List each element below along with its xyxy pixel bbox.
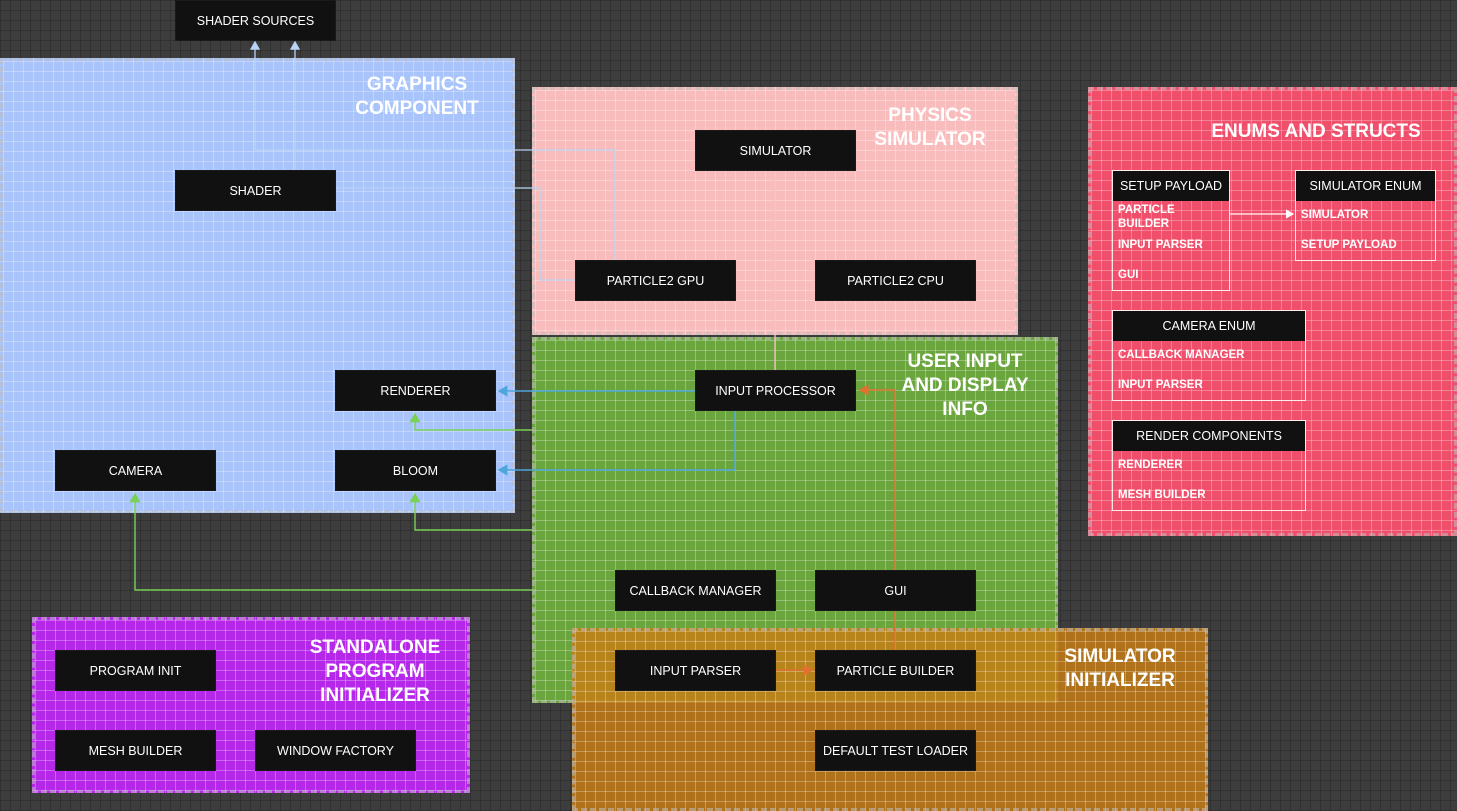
simulator-enum-header: SIMULATOR ENUM <box>1296 171 1435 201</box>
bloom-node[interactable]: BLOOM <box>335 450 496 491</box>
input-parser-node[interactable]: INPUT PARSER <box>615 650 776 691</box>
camera-enum-card[interactable]: CAMERA ENUM CALLBACK MANAGER INPUT PARSE… <box>1112 310 1306 401</box>
simulator-node[interactable]: SIMULATOR <box>695 130 856 171</box>
particle2-gpu-node[interactable]: PARTICLE2 GPU <box>575 260 736 301</box>
gui-node[interactable]: GUI <box>815 570 976 611</box>
particle-builder-node[interactable]: PARTICLE BUILDER <box>815 650 976 691</box>
camera-node[interactable]: CAMERA <box>55 450 216 491</box>
setup-payload-header: SETUP PAYLOAD <box>1113 171 1229 201</box>
setup-payload-card[interactable]: SETUP PAYLOAD PARTICLE BUILDER INPUT PAR… <box>1112 170 1230 291</box>
camera-enum-item: CALLBACK MANAGER <box>1118 349 1245 361</box>
standalone-initializer-title: STANDALONE PROGRAM INITIALIZER <box>309 637 441 706</box>
shader-node[interactable]: SHADER <box>175 170 336 211</box>
program-init-node[interactable]: PROGRAM INIT <box>55 650 216 691</box>
render-components-card[interactable]: RENDER COMPONENTS RENDERER MESH BUILDER <box>1112 420 1306 511</box>
simulator-initializer-title: SIMULATOR INITIALIZER <box>1064 646 1176 691</box>
render-components-item: RENDERER <box>1118 459 1183 471</box>
mesh-builder-node[interactable]: MESH BUILDER <box>55 730 216 771</box>
physics-simulator-title: PHYSICS SIMULATOR <box>874 105 986 150</box>
setup-payload-item: INPUT PARSER <box>1118 239 1203 251</box>
render-components-item: MESH BUILDER <box>1118 489 1206 501</box>
input-processor-node[interactable]: INPUT PROCESSOR <box>695 370 856 411</box>
graphics-component-title: GRAPHICS COMPONENT <box>355 74 479 119</box>
enums-structs-title: ENUMS AND STRUCTS <box>1211 121 1421 142</box>
camera-enum-header: CAMERA ENUM <box>1113 311 1305 341</box>
setup-payload-item: GUI <box>1118 269 1139 281</box>
simulator-enum-card[interactable]: SIMULATOR ENUM SIMULATOR SETUP PAYLOAD <box>1295 170 1436 261</box>
render-components-header: RENDER COMPONENTS <box>1113 421 1305 451</box>
camera-enum-item: INPUT PARSER <box>1118 379 1203 391</box>
shader-sources-node[interactable]: SHADER SOURCES <box>175 0 336 41</box>
setup-payload-item: PARTICLE BUILDER <box>1118 204 1175 230</box>
renderer-node[interactable]: RENDERER <box>335 370 496 411</box>
window-factory-node[interactable]: WINDOW FACTORY <box>255 730 416 771</box>
callback-manager-node[interactable]: CALLBACK MANAGER <box>615 570 776 611</box>
graphics-component-region: GRAPHICS COMPONENT <box>0 58 515 513</box>
user-input-title: USER INPUT AND DISPLAY INFO <box>901 351 1029 420</box>
particle2-cpu-node[interactable]: PARTICLE2 CPU <box>815 260 976 301</box>
simulator-enum-item: SETUP PAYLOAD <box>1301 239 1397 251</box>
simulator-enum-item: SIMULATOR <box>1301 209 1369 221</box>
default-test-loader-node[interactable]: DEFAULT TEST LOADER <box>815 730 976 771</box>
